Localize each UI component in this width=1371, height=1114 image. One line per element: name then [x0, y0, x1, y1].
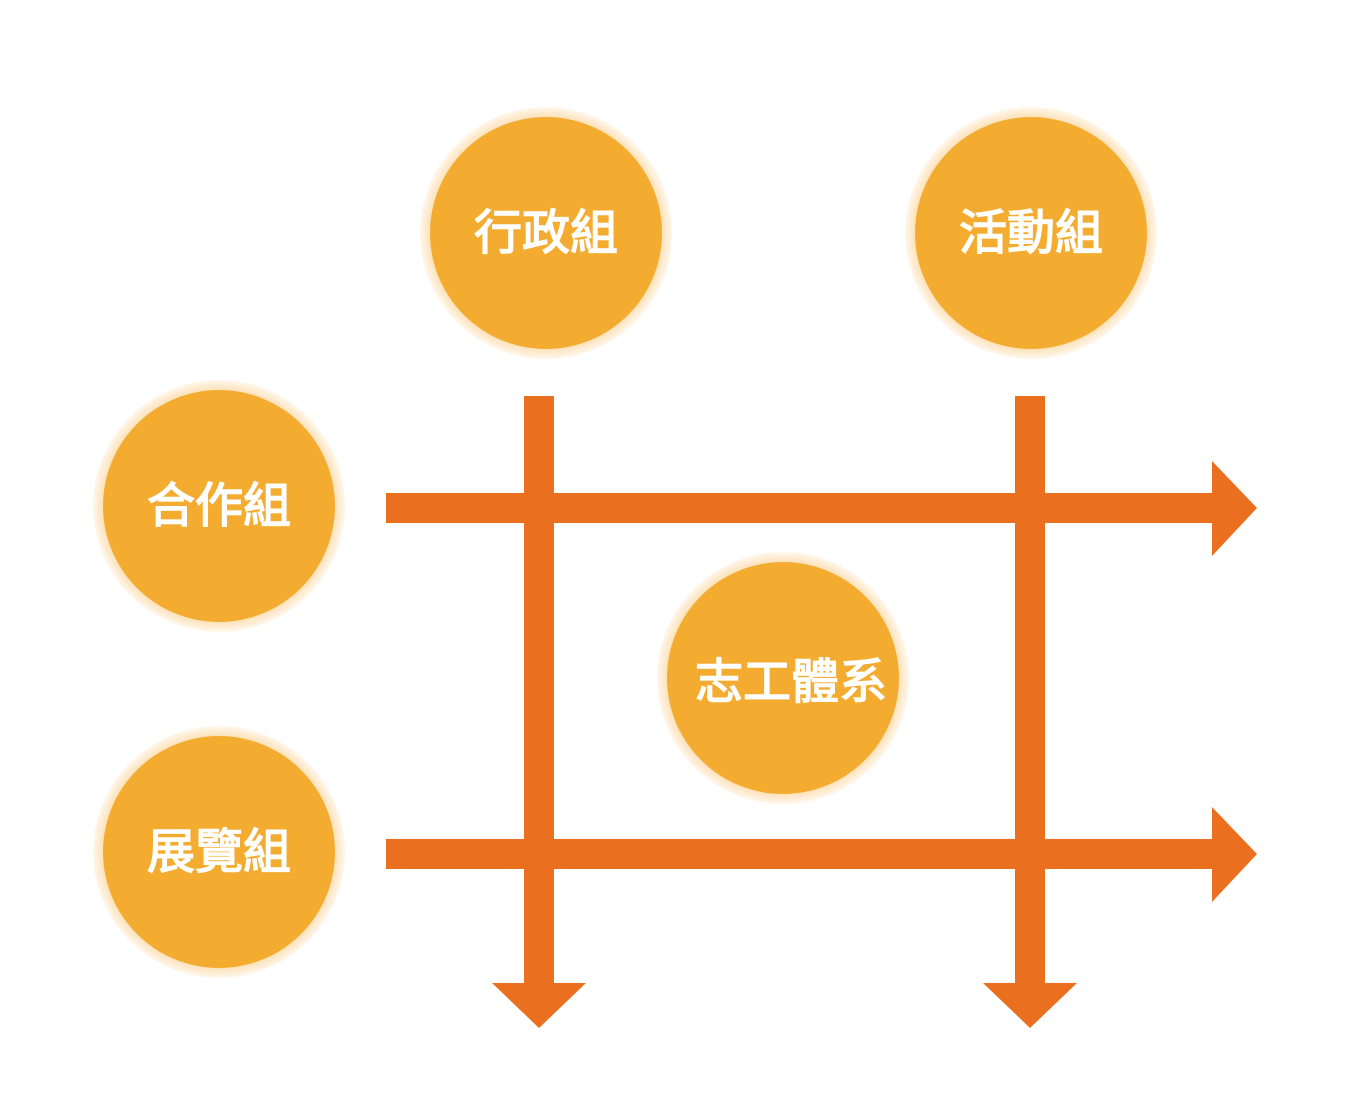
node-volunteer: 志工體系: [657, 552, 909, 804]
horizontal-arrow-bottom: [386, 807, 1257, 902]
node-admin: 行政組: [420, 107, 672, 359]
node-exhibition: 展覽組: [93, 726, 345, 978]
node-cooperation-label: 合作組: [147, 478, 291, 534]
node-exhibition-label: 展覽組: [147, 824, 291, 880]
node-volunteer-label: 志工體系: [695, 654, 887, 710]
horizontal-arrow-top: [386, 461, 1257, 556]
vertical-arrow-right: [983, 396, 1077, 1028]
node-admin-label: 行政組: [474, 205, 618, 261]
node-activity: 活動組: [905, 107, 1157, 359]
node-activity-label: 活動組: [959, 205, 1103, 261]
vertical-arrow-left: [492, 396, 586, 1028]
node-cooperation: 合作組: [93, 380, 345, 632]
